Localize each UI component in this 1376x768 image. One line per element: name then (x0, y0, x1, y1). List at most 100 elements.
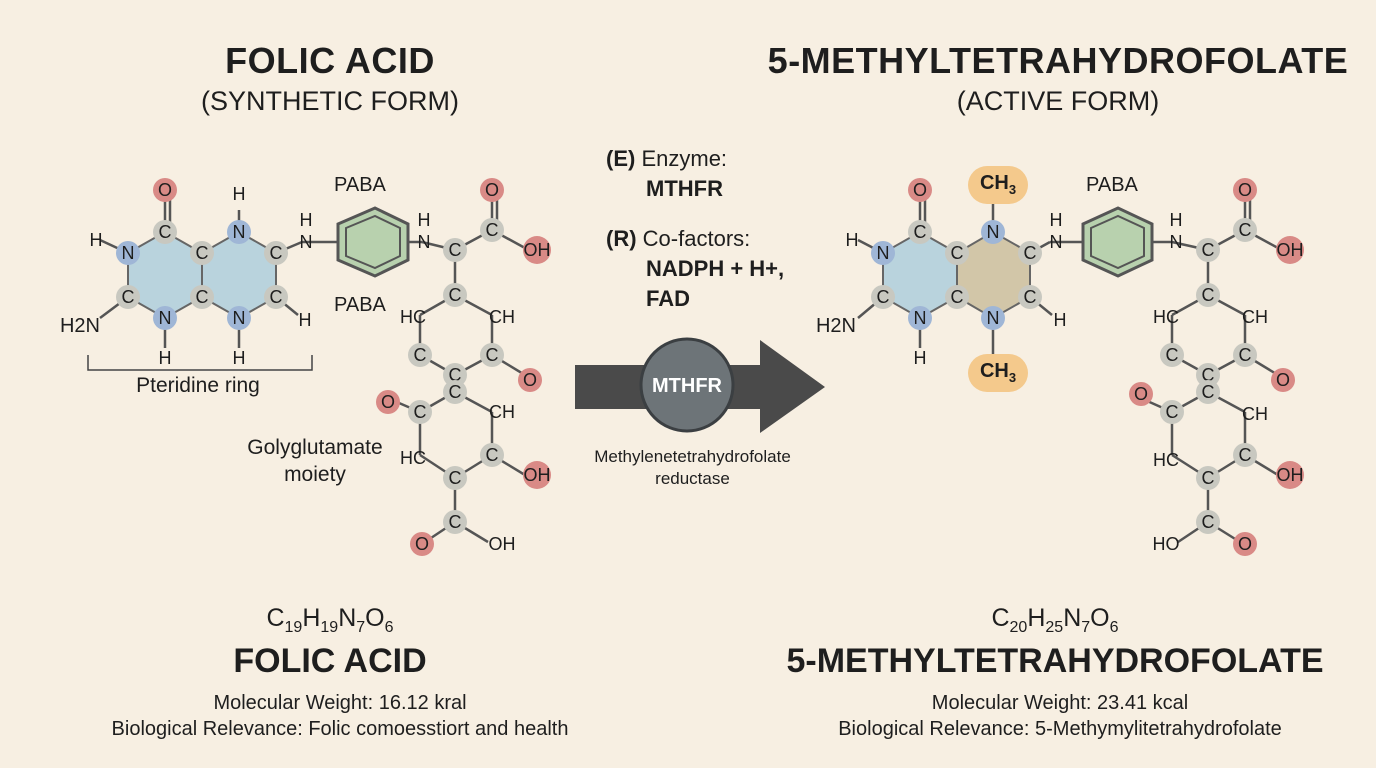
svg-text:OH: OH (1277, 240, 1304, 260)
svg-text:O: O (1276, 370, 1290, 390)
svg-text:C: C (1202, 240, 1215, 260)
svg-text:C: C (122, 287, 135, 307)
atom-C: C (1196, 380, 1220, 404)
svg-text:HC: HC (400, 307, 426, 327)
svg-text:C: C (159, 222, 172, 242)
atom-C: C (871, 285, 895, 309)
left-info: Molecular Weight: 16.12 kral Biological … (60, 690, 620, 742)
arrow-enzyme-label: MTHFR (652, 375, 723, 397)
atom-plain: H (914, 348, 927, 368)
pteridine-ring-label: Pteridine ring (136, 374, 260, 397)
svg-text:N: N (233, 308, 246, 328)
atom-O: OH (1276, 461, 1304, 489)
atom-O: O (376, 390, 400, 414)
cofactor-line2: FAD (646, 286, 690, 311)
atom-O: O (153, 178, 177, 202)
left-paba-top-label: PABA (334, 174, 386, 196)
atom-N: N (908, 306, 932, 330)
enzyme-name: MTHFR (646, 176, 723, 201)
atom-plain: N (1050, 232, 1063, 252)
pteridine-ring-a-reduced (882, 230, 958, 320)
svg-text:N: N (987, 222, 1000, 242)
svg-text:H: H (233, 348, 246, 368)
atom-C: C (408, 400, 432, 424)
svg-text:O: O (1134, 384, 1148, 404)
atom-C: C (1196, 510, 1220, 534)
svg-text:C: C (449, 468, 462, 488)
svg-text:O: O (485, 180, 499, 200)
left-molecular-weight: Molecular Weight: 16.12 kral (213, 692, 467, 714)
benzene-inner (345, 214, 401, 270)
right-molecular-weight: Molecular Weight: 23.41 kcal (931, 692, 1189, 714)
atom-plain: CH (1242, 404, 1268, 424)
atom-C: C (116, 285, 140, 309)
right-name: 5-METHYLTETRAHYDROFOLATE (786, 642, 1324, 680)
svg-text:CH: CH (489, 402, 515, 422)
svg-text:C: C (1202, 382, 1215, 402)
svg-text:C: C (1202, 285, 1215, 305)
atom-plain: H (233, 348, 246, 368)
atom-C: C (443, 238, 467, 262)
atom-plain: CH (489, 307, 515, 327)
right-title: 5-METHYLTETRAHYDROFOLATE (767, 40, 1349, 81)
atom-C: C (443, 363, 467, 387)
atom-plain: H (300, 210, 313, 230)
atom-plain: HC (1153, 450, 1179, 470)
svg-text:N: N (418, 232, 431, 252)
atom-O: O (1129, 382, 1153, 406)
svg-text:C: C (1202, 468, 1215, 488)
svg-text:H: H (846, 230, 859, 250)
svg-text:C: C (449, 285, 462, 305)
svg-text:C: C (1166, 345, 1179, 365)
atom-N: N (153, 306, 177, 330)
atom-N: N (227, 220, 251, 244)
svg-text:H: H (299, 310, 312, 330)
atom-O: O (1233, 532, 1257, 556)
atom-C: C (408, 343, 432, 367)
atom-O: O (480, 178, 504, 202)
atom-C: C (443, 510, 467, 534)
enzyme-prefix: (E) (606, 146, 636, 171)
svg-text:C: C (1239, 345, 1252, 365)
svg-text:H: H (1170, 210, 1183, 230)
atom-C: C (480, 343, 504, 367)
svg-text:H: H (1050, 210, 1063, 230)
methyl-bottom-label: CH3 (979, 360, 1017, 385)
svg-text:O: O (1238, 180, 1252, 200)
svg-text:H: H (418, 210, 431, 230)
cofactor-info: (R) Co-factors: NADPH + H+, FAD (606, 224, 806, 314)
svg-text:N: N (159, 308, 172, 328)
atom-plain: HC (400, 307, 426, 327)
svg-text:C: C (486, 220, 499, 240)
atom-C: C (1196, 283, 1220, 307)
atom-plain: H (1170, 210, 1183, 230)
enzyme-full-line2: reductase (655, 469, 730, 488)
polyglutamate-label: Golyglutamate moiety (228, 434, 402, 488)
svg-text:C: C (951, 243, 964, 263)
atom-C: C (908, 220, 932, 244)
atom-plain: H (1054, 310, 1067, 330)
svg-text:C: C (449, 512, 462, 532)
atom-N: N (981, 306, 1005, 330)
svg-text:H2N: H2N (816, 315, 856, 337)
svg-text:H: H (300, 210, 313, 230)
svg-text:OH: OH (524, 465, 551, 485)
svg-text:C: C (1024, 287, 1037, 307)
left-title: FOLIC ACID (225, 40, 435, 81)
atom-plain: N (300, 232, 313, 252)
atom-C: C (1233, 218, 1257, 242)
atom-plain: N (418, 232, 431, 252)
atom-plain: HC (400, 448, 426, 468)
reaction-arrow: MTHFR (575, 337, 825, 433)
atom-plain: H (90, 230, 103, 250)
svg-text:C: C (914, 222, 927, 242)
methyl-top-bubble (968, 166, 1028, 204)
svg-text:C: C (270, 243, 283, 263)
atom-O: OH (1276, 236, 1304, 264)
atom-C: C (443, 466, 467, 490)
atom-plain: H (233, 184, 246, 204)
right-formula: C20H25N7O6 (991, 604, 1119, 636)
atom-C: C (264, 241, 288, 265)
